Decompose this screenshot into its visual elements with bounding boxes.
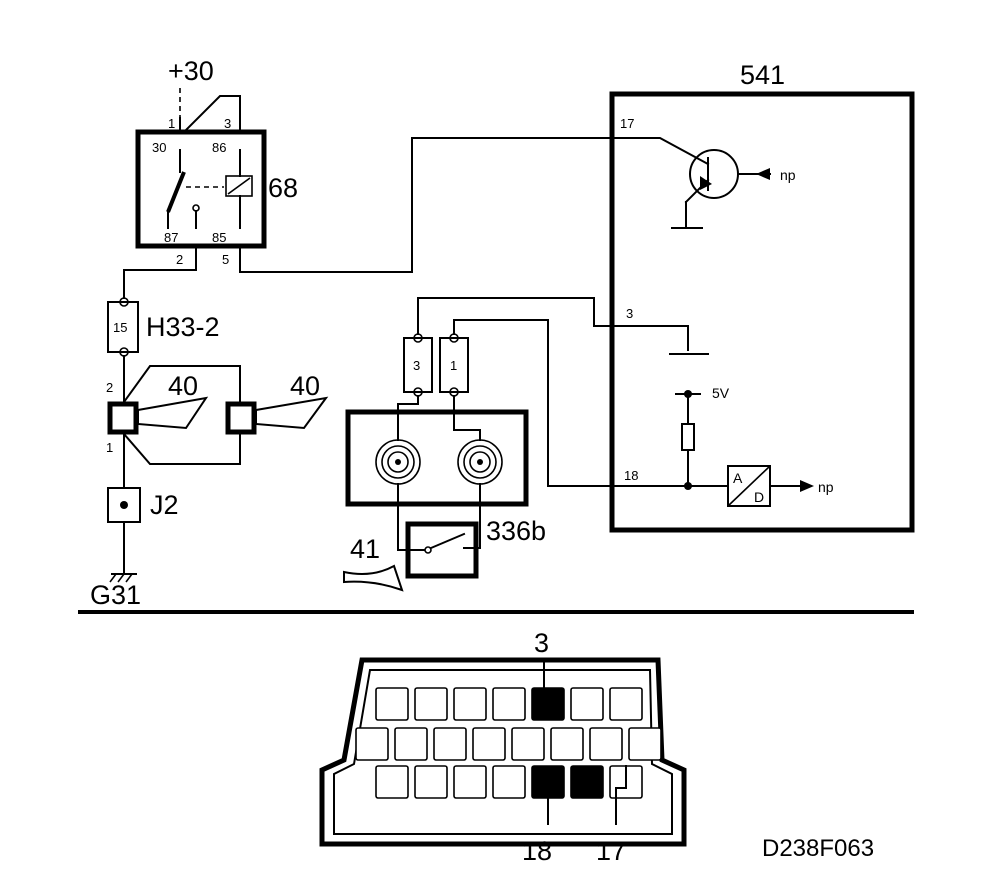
horn-switch-336b: 336b bbox=[397, 483, 546, 579]
relay-68: 1 3 30 86 87 85 68 bbox=[135, 95, 298, 249]
j2-label: J2 bbox=[150, 490, 179, 520]
relay-pin-3: 3 bbox=[224, 116, 231, 131]
horn-contact-switch-unit bbox=[345, 395, 529, 507]
horn-pin-1: 1 bbox=[106, 440, 113, 455]
horns-40: 2 1 40 40 bbox=[106, 365, 329, 465]
relay-pin-1: 1 bbox=[168, 116, 175, 131]
connector-cavity bbox=[628, 727, 662, 761]
spiral-coil-right bbox=[457, 439, 503, 485]
horn-1-terminal bbox=[107, 401, 139, 435]
ecu-label: 541 bbox=[740, 60, 785, 90]
connector-cavity bbox=[492, 765, 526, 799]
relay-coil-feed-wire bbox=[182, 95, 241, 134]
connector-inner bbox=[333, 669, 673, 835]
relay-contact-arm bbox=[166, 171, 186, 213]
vref-label: 5V bbox=[712, 385, 730, 401]
connector-pin17-label: 17 bbox=[596, 836, 626, 866]
contact-to-ecu-pin3-wire bbox=[417, 297, 689, 351]
relay-pin-86: 86 bbox=[212, 140, 226, 155]
svg-text:3: 3 bbox=[413, 358, 420, 373]
svg-text:A: A bbox=[733, 470, 743, 486]
connector-cavity-used bbox=[531, 687, 565, 721]
cavity-row-middle bbox=[355, 727, 662, 761]
supply-label: +30 bbox=[168, 56, 214, 86]
switch-contact-arm bbox=[429, 532, 466, 550]
connector-pin3-label: 3 bbox=[534, 628, 549, 658]
connector-j2: J2 bbox=[107, 487, 179, 523]
relay-to-ecu-pin17-wire bbox=[239, 137, 617, 273]
contact-terminal-3 bbox=[403, 337, 433, 393]
cavity-row-bottom bbox=[375, 765, 643, 799]
relay-to-fuse-wire bbox=[123, 245, 197, 299]
svg-text:D: D bbox=[754, 489, 764, 505]
relay-pin-30: 30 bbox=[152, 140, 166, 155]
horn-label-2: 40 bbox=[290, 371, 320, 401]
horn-2-terminal bbox=[225, 401, 257, 435]
connector-cavity bbox=[375, 687, 409, 721]
contact-terminal-1 bbox=[439, 337, 469, 393]
connector-cavity bbox=[550, 727, 584, 761]
connector-cavity bbox=[453, 765, 487, 799]
horn-small-icon bbox=[343, 564, 404, 592]
connector-cavity bbox=[414, 687, 448, 721]
relay-pin-87: 87 bbox=[164, 230, 178, 245]
horn-1-bell bbox=[137, 396, 209, 430]
switch-label: 336b bbox=[486, 516, 546, 546]
horn-small-label: 41 bbox=[350, 534, 380, 564]
pullup-resistor bbox=[681, 423, 695, 451]
transistor: np bbox=[615, 137, 796, 229]
connector-cavity bbox=[414, 765, 448, 799]
cavity-row-top bbox=[375, 687, 643, 721]
connector-cavity bbox=[355, 727, 389, 761]
ecu-541: 541 17 3 18 np 5V A bbox=[609, 60, 915, 533]
fuse-label: H33-2 bbox=[146, 312, 220, 342]
connector-cavity-used bbox=[570, 765, 604, 799]
horn-small-41: 41 bbox=[343, 534, 404, 592]
connector-cavity-used bbox=[531, 765, 565, 799]
ground-g31: G31 bbox=[90, 573, 141, 610]
ecu-pin-18: 18 bbox=[624, 468, 638, 483]
connector-cavity bbox=[433, 727, 467, 761]
drawing-code: D238F063 bbox=[762, 835, 874, 862]
contact-unit: 3 1 bbox=[403, 333, 469, 397]
relay-out-pin-2: 2 bbox=[176, 252, 183, 267]
relay-label: 68 bbox=[268, 173, 298, 203]
fuse-body bbox=[107, 301, 139, 353]
ecu-pin-3: 3 bbox=[626, 306, 633, 321]
ecu-pin-17: 17 bbox=[620, 116, 634, 131]
ad-converter: A D np bbox=[727, 465, 834, 507]
connector-pin18-label: 18 bbox=[522, 836, 552, 866]
contact-to-ecu-pin18-wire bbox=[453, 319, 729, 487]
fuse-h33-2: 15 H33-2 bbox=[107, 297, 220, 357]
np-label-2: np bbox=[818, 479, 834, 495]
connector-cavity bbox=[511, 727, 545, 761]
connector-cavity bbox=[472, 727, 506, 761]
np-label-1: np bbox=[780, 167, 796, 183]
connector-cavity bbox=[375, 765, 409, 799]
svg-text:1: 1 bbox=[450, 358, 457, 373]
horn-label-1: 40 bbox=[168, 371, 198, 401]
connector-cavity bbox=[394, 727, 428, 761]
connector-cavity bbox=[492, 687, 526, 721]
connector-cavity bbox=[453, 687, 487, 721]
relay-out-pin-5: 5 bbox=[222, 252, 229, 267]
relay-housing bbox=[135, 129, 267, 249]
spiral-coil-left bbox=[375, 439, 421, 485]
connector-cavity bbox=[570, 687, 604, 721]
relay-pin-85: 85 bbox=[212, 230, 226, 245]
connector-cavity bbox=[589, 727, 623, 761]
ecu-housing bbox=[609, 91, 915, 533]
ground-label: G31 bbox=[90, 580, 141, 610]
pin17-leader bbox=[615, 765, 627, 825]
connector-cavity bbox=[609, 687, 643, 721]
connector-outer bbox=[319, 657, 687, 847]
horn-pin-2: 2 bbox=[106, 380, 113, 395]
contact-housing bbox=[345, 409, 529, 507]
diagnostic-connector: 3 18 17 bbox=[319, 628, 687, 866]
horn-2-bell bbox=[255, 396, 329, 430]
fuse-value: 15 bbox=[113, 320, 127, 335]
